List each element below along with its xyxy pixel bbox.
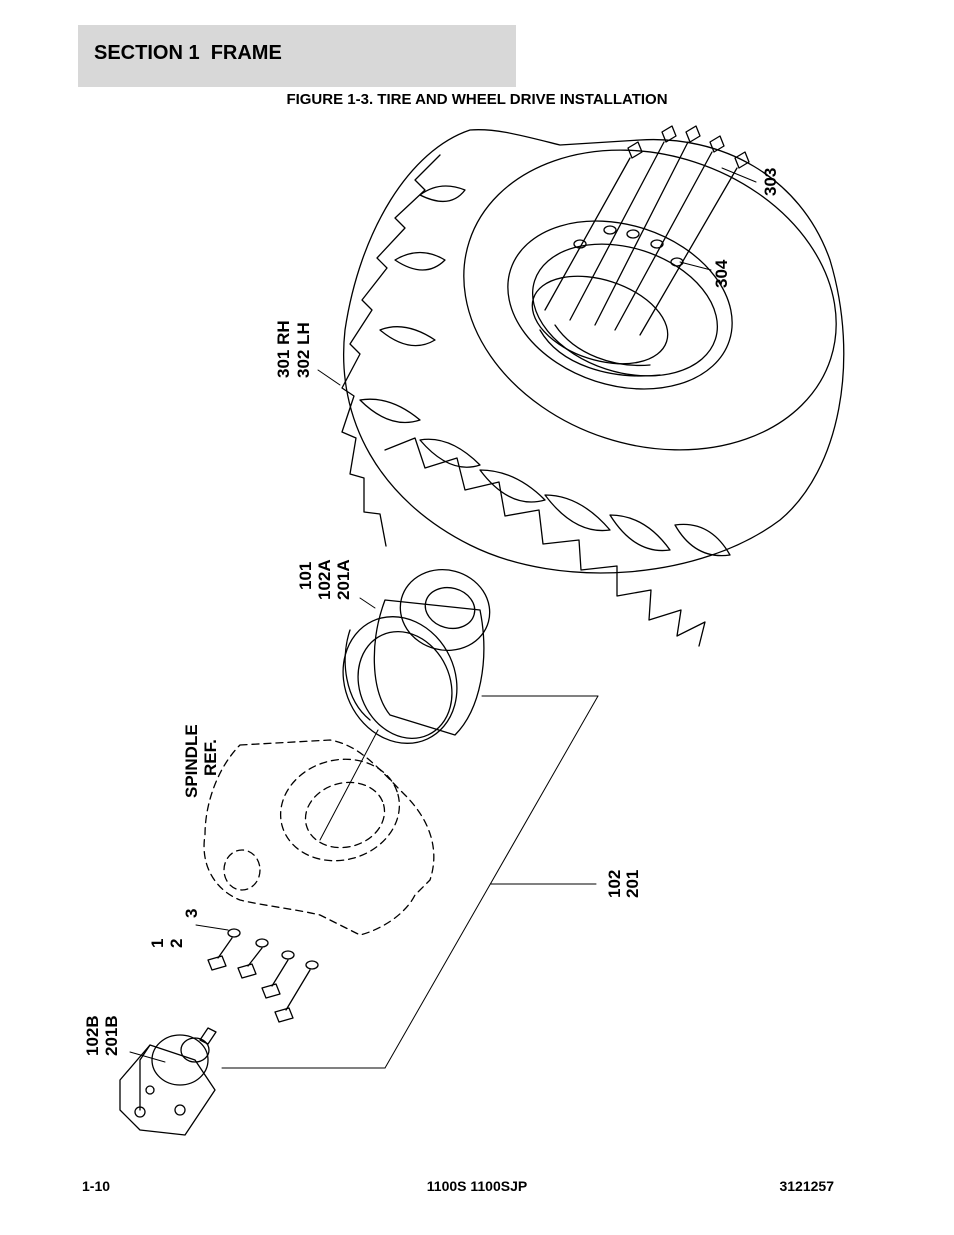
hub-flange — [342, 616, 458, 744]
callout-304: 304 — [712, 259, 731, 288]
callout-102b: 102B — [83, 1015, 102, 1056]
lug-bolts-303 — [544, 125, 750, 336]
section-title: SECTION 1 FRAME — [94, 42, 282, 64]
tire-outer-body — [343, 129, 845, 574]
section-header: SECTION 1 FRAME — [78, 25, 516, 87]
callout-102: 102 — [605, 870, 624, 898]
callout-labels: 303 304 301 RH 302 LH 101 102A 201A SPIN… — [83, 168, 780, 1056]
tread-lugs-left — [341, 154, 441, 547]
bolt-1 — [207, 955, 227, 971]
washers-304 — [573, 225, 684, 267]
callout-ref: REF. — [201, 739, 220, 776]
tire-sidewall — [463, 149, 837, 451]
callout-201a: 201A — [334, 559, 353, 600]
spindle-reference — [203, 739, 435, 936]
callout-302: 302 LH — [294, 322, 313, 378]
drive-motor-102b — [119, 1027, 217, 1136]
model-name: 1100S 1100SJP — [426, 1178, 528, 1194]
callout-201: 201 — [623, 870, 642, 898]
wheel-rim-inner — [531, 243, 719, 377]
tread-lugs-bottom — [384, 437, 706, 647]
page-number: 1-10 — [82, 1178, 111, 1194]
wheel-rim-outer — [507, 220, 733, 390]
washer-3 — [227, 928, 241, 938]
hub-face — [399, 568, 491, 652]
leader-lines — [129, 167, 757, 1069]
callout-303: 303 — [761, 168, 780, 196]
document-number: 3121257 — [779, 1178, 834, 1194]
callout-301: 301 RH — [274, 320, 293, 378]
bolts-and-washers — [207, 928, 319, 1023]
callout-102a: 102A — [315, 559, 334, 600]
callout-1: 1 — [148, 939, 167, 948]
callout-3: 3 — [182, 909, 201, 918]
callout-201b: 201B — [102, 1015, 121, 1056]
callout-2: 2 — [167, 939, 186, 948]
callout-101: 101 — [296, 562, 315, 590]
figure-title: FIGURE 1-3. TIRE AND WHEEL DRIVE INSTALL… — [286, 91, 668, 108]
tire-assembly — [341, 129, 845, 647]
drive-hub-101 — [342, 568, 491, 744]
callout-spindle: SPINDLE — [182, 724, 201, 798]
